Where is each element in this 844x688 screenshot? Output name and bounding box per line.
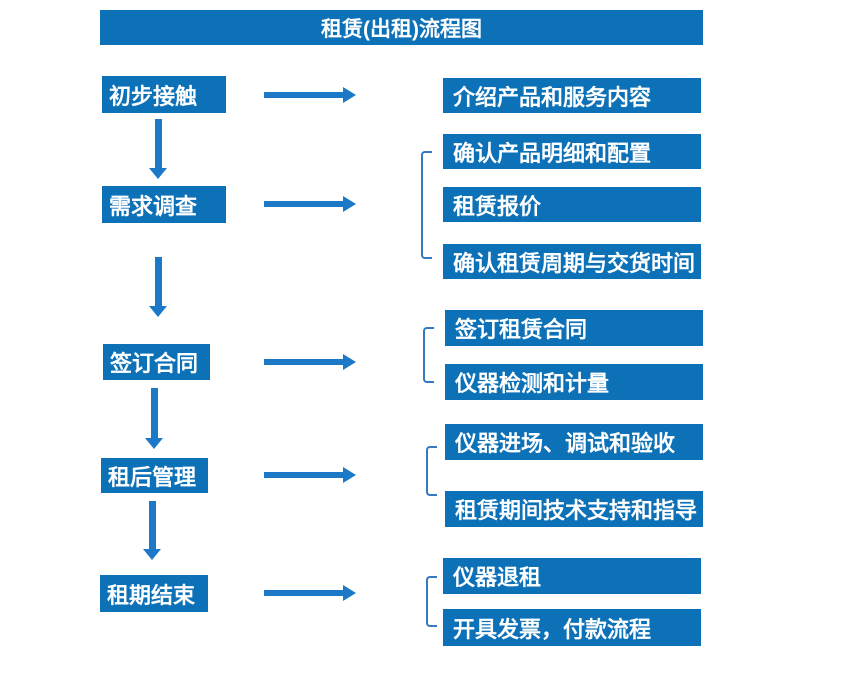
flow-arrow-right-5: [264, 585, 356, 601]
stage-box-lease-end: 租期结束: [100, 575, 208, 612]
detail-box-instrument-setup: 仪器进场、调试和验收: [445, 424, 703, 460]
detail-box-confirm-product-details: 确认产品明细和配置: [443, 134, 701, 169]
stage-box-sign-contract: 签订合同: [103, 344, 210, 380]
arrow-head: [143, 549, 161, 560]
arrow-head: [145, 438, 163, 449]
arrow-head: [149, 168, 167, 179]
arrow-head: [343, 354, 356, 370]
detail-box-instrument-testing: 仪器检测和计量: [445, 364, 703, 400]
detail-box-rental-quotation: 租赁报价: [443, 187, 701, 222]
stage-box-initial-contact: 初步接触: [102, 76, 226, 113]
arrow-head: [343, 196, 356, 212]
detail-box-invoice-payment: 开具发票，付款流程: [443, 609, 701, 646]
arrow-stem: [154, 257, 162, 306]
flow-arrow-down-1: [149, 119, 167, 179]
detail-box-introduce-products: 介绍产品和服务内容: [443, 78, 701, 113]
detail-box-instrument-return: 仪器退租: [443, 558, 701, 594]
arrow-stem: [264, 92, 343, 98]
arrow-stem: [264, 201, 343, 207]
group-bracket-3: [423, 327, 434, 383]
group-bracket-2: [421, 151, 432, 259]
flow-arrow-right-2: [264, 196, 356, 212]
arrow-stem: [264, 590, 343, 596]
group-bracket-5: [426, 576, 437, 627]
detail-box-technical-support: 租赁期间技术支持和指导: [445, 491, 703, 527]
arrow-head: [343, 87, 356, 103]
arrow-head: [343, 467, 356, 483]
arrow-head: [343, 585, 356, 601]
arrow-stem: [148, 501, 156, 549]
group-bracket-4: [426, 446, 437, 496]
flow-arrow-down-2: [149, 257, 167, 317]
detail-box-confirm-rental-period: 确认租赁周期与交货时间: [443, 244, 701, 279]
flow-arrow-right-1: [264, 87, 356, 103]
arrow-stem: [150, 388, 158, 438]
flow-arrow-down-4: [143, 501, 161, 560]
flow-arrow-down-3: [145, 388, 163, 449]
arrow-head: [149, 306, 167, 317]
flow-arrow-right-4: [264, 467, 356, 483]
flowchart-title: 租赁(出租)流程图: [100, 10, 703, 45]
stage-box-post-rental-management: 租后管理: [101, 458, 208, 493]
flow-arrow-right-3: [264, 354, 356, 370]
arrow-stem: [154, 119, 162, 168]
arrow-stem: [264, 359, 343, 365]
stage-box-demand-survey: 需求调查: [102, 186, 226, 223]
arrow-stem: [264, 472, 343, 478]
detail-box-sign-rental-contract: 签订租赁合同: [445, 310, 703, 346]
